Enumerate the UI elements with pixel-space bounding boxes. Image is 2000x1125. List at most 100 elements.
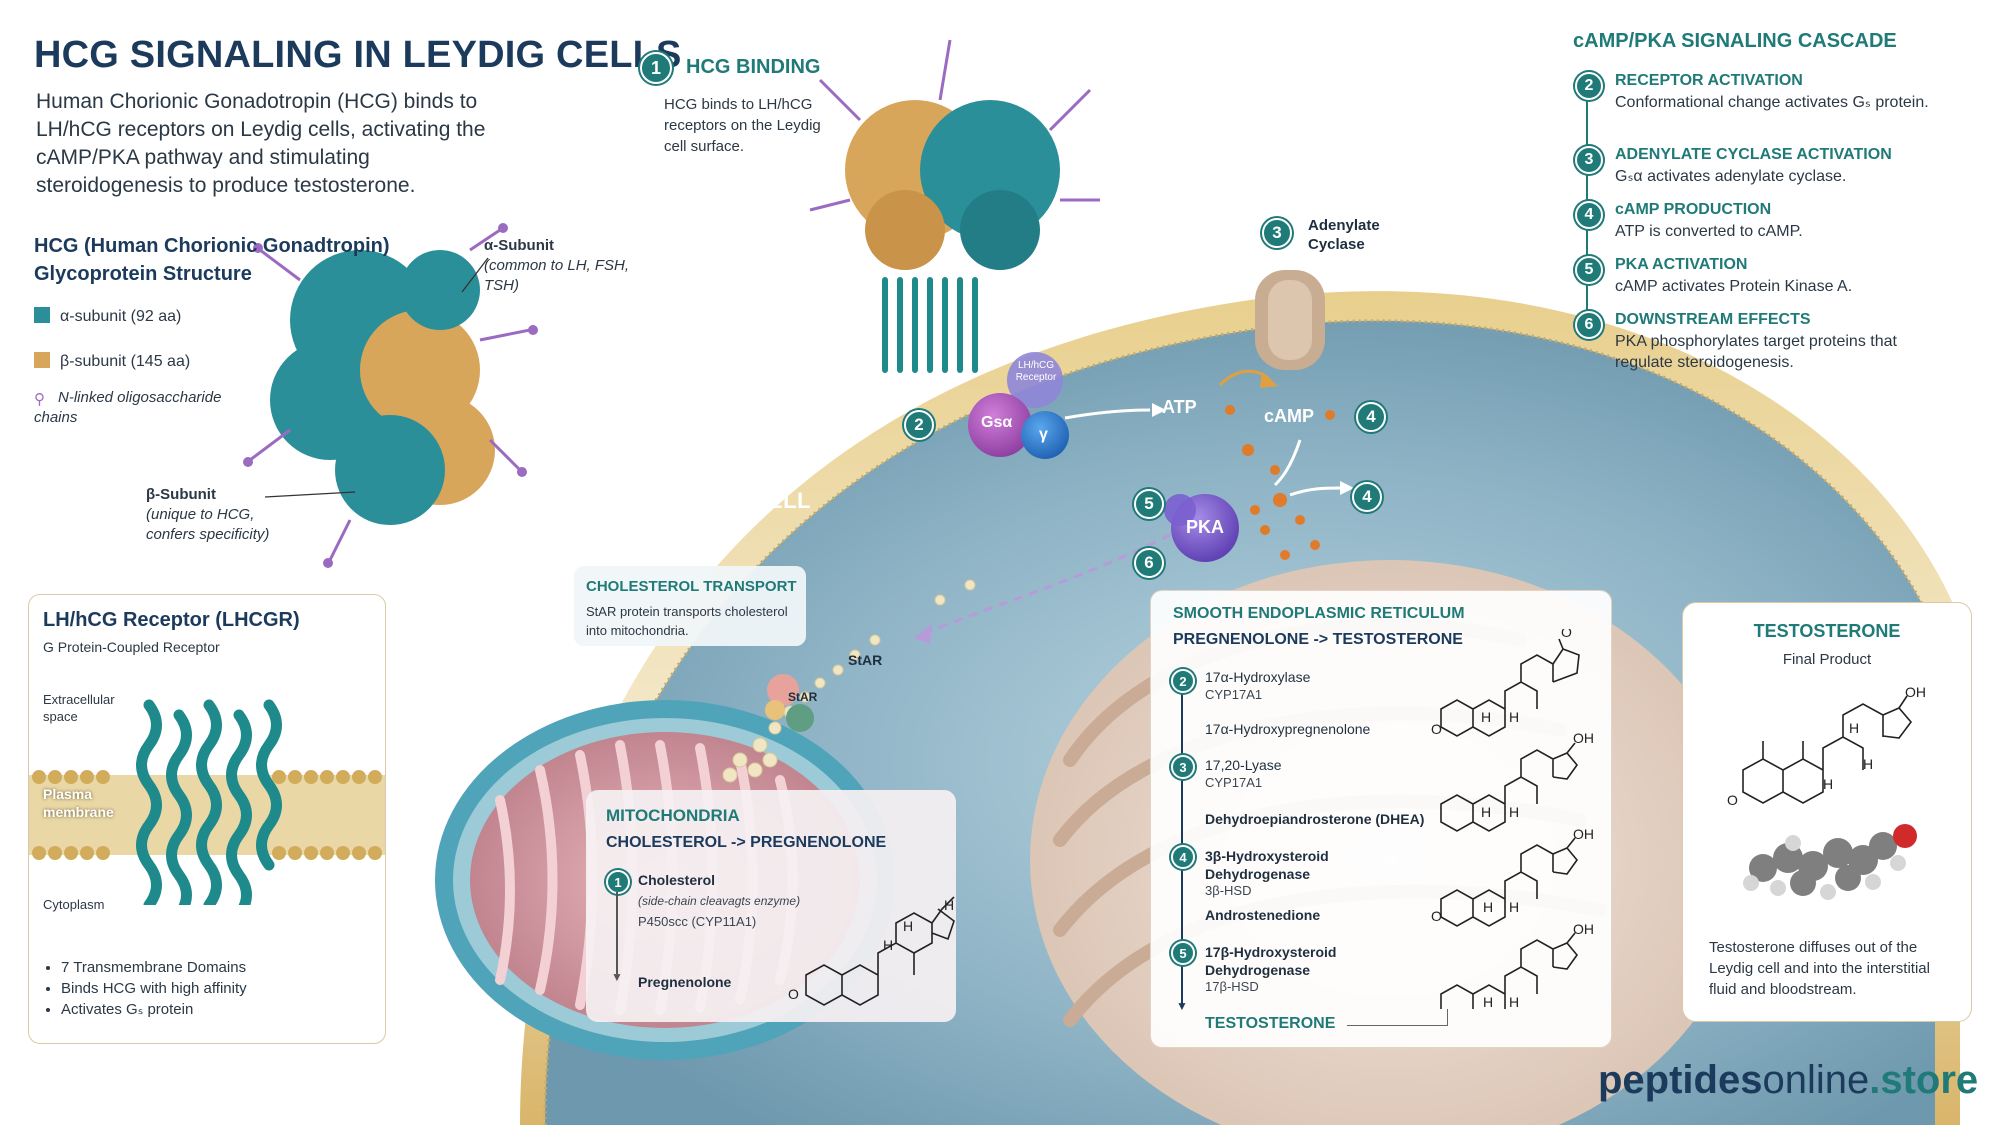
step-badge: 1 bbox=[640, 52, 672, 84]
bullet-item: 7 Transmembrane Domains bbox=[61, 957, 247, 978]
testosterone-structure: O OH H H H bbox=[1727, 684, 1926, 808]
chem-o: O bbox=[1431, 908, 1442, 924]
ser-product: Dehydroepiandrosterone (DHEA) bbox=[1205, 811, 1425, 827]
ser-flow-line bbox=[1181, 675, 1183, 1005]
legend-beta: β-subunit (145 aa) bbox=[34, 352, 190, 371]
cascade-item-text: cAMP activates Protein Kinase A. bbox=[1615, 278, 1853, 295]
cascade-heading: cAMP/PKA SIGNALING CASCADE bbox=[1573, 30, 1897, 52]
ser-product: 17α-Hydroxypregnenolone bbox=[1205, 721, 1371, 737]
chem-h: H bbox=[1509, 709, 1519, 725]
chem-h: H bbox=[1481, 804, 1491, 820]
step-badge: 5 bbox=[1171, 941, 1195, 965]
binding-callout: 1 HCG BINDING HCG binds to LH/hCG recept… bbox=[640, 52, 821, 155]
cascade-item-title: cAMP PRODUCTION bbox=[1615, 201, 1772, 218]
step-badge: 1 bbox=[606, 870, 630, 894]
bullet-item: Activates Gₛ protein bbox=[61, 999, 247, 1020]
chem-o: O bbox=[1727, 792, 1738, 808]
gamma-label: γ bbox=[1039, 426, 1048, 443]
brand-part: .store bbox=[1869, 1058, 1979, 1102]
chem-h: H bbox=[1509, 804, 1519, 820]
g-protein bbox=[968, 352, 1069, 459]
step-badge: 2 bbox=[1171, 669, 1195, 693]
step-badge: 5 bbox=[1134, 489, 1164, 519]
step-badge: 4 bbox=[1356, 402, 1386, 432]
ser-enzyme: 17β-Hydroxysteroid Dehydrogenase bbox=[1205, 944, 1337, 978]
cascade-item-title: ADENYLATE CYCLASE ACTIVATION bbox=[1615, 146, 1892, 163]
mito-title: MITOCHONDRIA bbox=[606, 806, 740, 825]
step-badge: 2 bbox=[904, 410, 934, 440]
receptor-small-label: LH/hCG Receptor bbox=[1015, 360, 1057, 383]
brand-logo[interactable]: peptidesonline.store bbox=[1598, 1058, 1978, 1103]
receptor-panel: LH/hCG Receptor (LHCGR) G Protein-Couple… bbox=[28, 594, 386, 1044]
receptor-title: LH/hCG Receptor (LHCGR) bbox=[43, 609, 300, 631]
testosterone-text: Testosterone diffuses out of the Leydig … bbox=[1709, 939, 1930, 998]
hcg-on-receptor bbox=[809, 39, 1100, 270]
testosterone-3d-model bbox=[1743, 824, 1917, 900]
adenylate-cyclase bbox=[1255, 270, 1325, 370]
star-protein bbox=[765, 674, 814, 732]
chem-h: H bbox=[1509, 899, 1519, 915]
chem-h: H bbox=[1481, 709, 1491, 725]
chem-h: H bbox=[1483, 994, 1493, 1009]
star-label-small: StAR bbox=[788, 690, 818, 704]
ser-subtitle: PREGNENOLONE -> TESTOSTERONE bbox=[1173, 631, 1463, 648]
binding-heading: HCG BINDING bbox=[686, 56, 821, 78]
cytoplasm-label: Cytoplasm bbox=[43, 897, 105, 912]
pka-enzyme bbox=[1164, 494, 1239, 562]
step-badge: 2 bbox=[1575, 72, 1603, 100]
intro-text: Human Chorionic Gonadotropin (HCG) binds… bbox=[36, 90, 486, 197]
cascade-item-title: PKA ACTIVATION bbox=[1615, 256, 1748, 273]
ser-final-line bbox=[1347, 1025, 1447, 1026]
ser-final-tick bbox=[1447, 1009, 1448, 1026]
chem-h: H bbox=[944, 897, 954, 913]
chem-h: H bbox=[1849, 720, 1859, 736]
testosterone-box: TESTOSTERONE Final Product O OH H H H Te… bbox=[1682, 602, 1972, 1022]
step-badge: 6 bbox=[1134, 548, 1164, 578]
glyco-heading: HCG (Human Chorionic Gonadtropin) Glycop… bbox=[34, 235, 390, 285]
ser-enzyme: 17α-Hydroxylase bbox=[1205, 669, 1311, 685]
adenylate-label: Adenylate Cyclase bbox=[1308, 217, 1380, 253]
cascade-item-text: Conformational change activates Gₛ prote… bbox=[1615, 94, 1929, 111]
ser-arrow-head: ▼ bbox=[1176, 999, 1188, 1013]
mito-arrow-head: ▼ bbox=[611, 970, 623, 984]
chol-transport-text: StAR protein transports cholesterol into… bbox=[586, 604, 788, 638]
cascade-item-text: PKA phosphorylates target proteins that … bbox=[1615, 333, 1897, 371]
chem-o: O bbox=[1431, 1006, 1442, 1009]
ser-enzyme: 17,20-Lyase bbox=[1205, 757, 1282, 773]
chem-oh: OH bbox=[1905, 684, 1926, 700]
testosterone-title: TESTOSTERONE bbox=[1753, 621, 1901, 641]
chem-oh: OH bbox=[1573, 730, 1594, 746]
step-badge: 4 bbox=[1575, 201, 1603, 229]
cascade-item-text: Gₛα activates adenylate cyclase. bbox=[1615, 168, 1847, 185]
glycan-icon: ⚲ bbox=[34, 391, 45, 408]
beta-callout: β-Subunit (unique to HCG, confers specif… bbox=[146, 486, 270, 543]
mito-start: Cholesterol bbox=[638, 872, 716, 888]
leydig-cell-label: LEYDIG CELL bbox=[660, 488, 811, 513]
ser-box: SMOOTH ENDOPLASMIC RETICULUM PREGNENOLON… bbox=[1150, 590, 1612, 1048]
chem-h: H bbox=[1863, 756, 1873, 772]
camp-label: cAMP bbox=[1264, 406, 1315, 426]
chem-o: O bbox=[788, 986, 799, 1002]
chem-h: H bbox=[883, 937, 893, 953]
beta-swatch bbox=[34, 352, 50, 368]
mito-box: MITOCHONDRIA CHOLESTEROL -> PREGNENOLONE… bbox=[586, 790, 956, 1022]
receptor-illustration bbox=[29, 699, 385, 905]
pka-label: PKA bbox=[1186, 517, 1225, 537]
legend-chain: ⚲N-linked oligosaccharide chains bbox=[34, 389, 222, 426]
ser-gene: CYP17A1 bbox=[1205, 775, 1263, 790]
chem-oh: OH bbox=[1573, 826, 1594, 842]
testosterone-subtitle: Final Product bbox=[1782, 651, 1872, 668]
step-badge: 5 bbox=[1575, 256, 1603, 284]
hcg-glycoprotein-model bbox=[243, 223, 538, 568]
star-label: StAR bbox=[848, 652, 883, 668]
step-badge: 3 bbox=[1575, 146, 1603, 174]
ser-title: SMOOTH ENDOPLASMIC RETICULUM bbox=[1173, 605, 1465, 622]
chem-h: H bbox=[1823, 776, 1833, 792]
chem-oh: OH bbox=[1573, 921, 1594, 937]
brand-part: online bbox=[1762, 1058, 1870, 1102]
cascade-item-title: RECEPTOR ACTIVATION bbox=[1615, 72, 1803, 89]
legend-alpha: α-subunit (92 aa) bbox=[34, 307, 181, 326]
ser-gene: 17β-HSD bbox=[1205, 979, 1259, 994]
mito-arrow-line bbox=[616, 892, 618, 974]
pregnenolone-structure: O H H H bbox=[788, 896, 955, 1006]
